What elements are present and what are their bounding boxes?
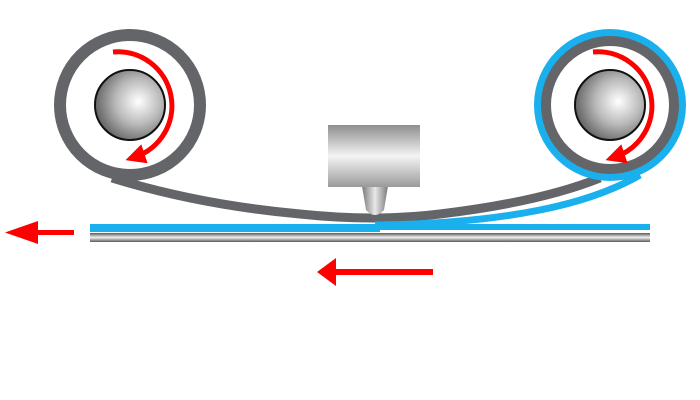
platen-rail [90,233,650,242]
print-head-icon [328,125,420,215]
rotate-clockwise-icon [112,49,175,164]
arrow-left-icon [317,258,433,286]
ribbon-blue [374,171,642,229]
substrate-blue-right [375,224,650,230]
supply-roll [54,29,206,181]
ribbon-gray [110,173,602,223]
rotate-clockwise-icon [592,49,655,164]
arrow-left-icon [5,221,74,244]
substrate-blue [90,224,380,232]
roll-hub [574,69,646,141]
roll-hub [94,69,166,141]
takeup-roll [534,29,686,181]
